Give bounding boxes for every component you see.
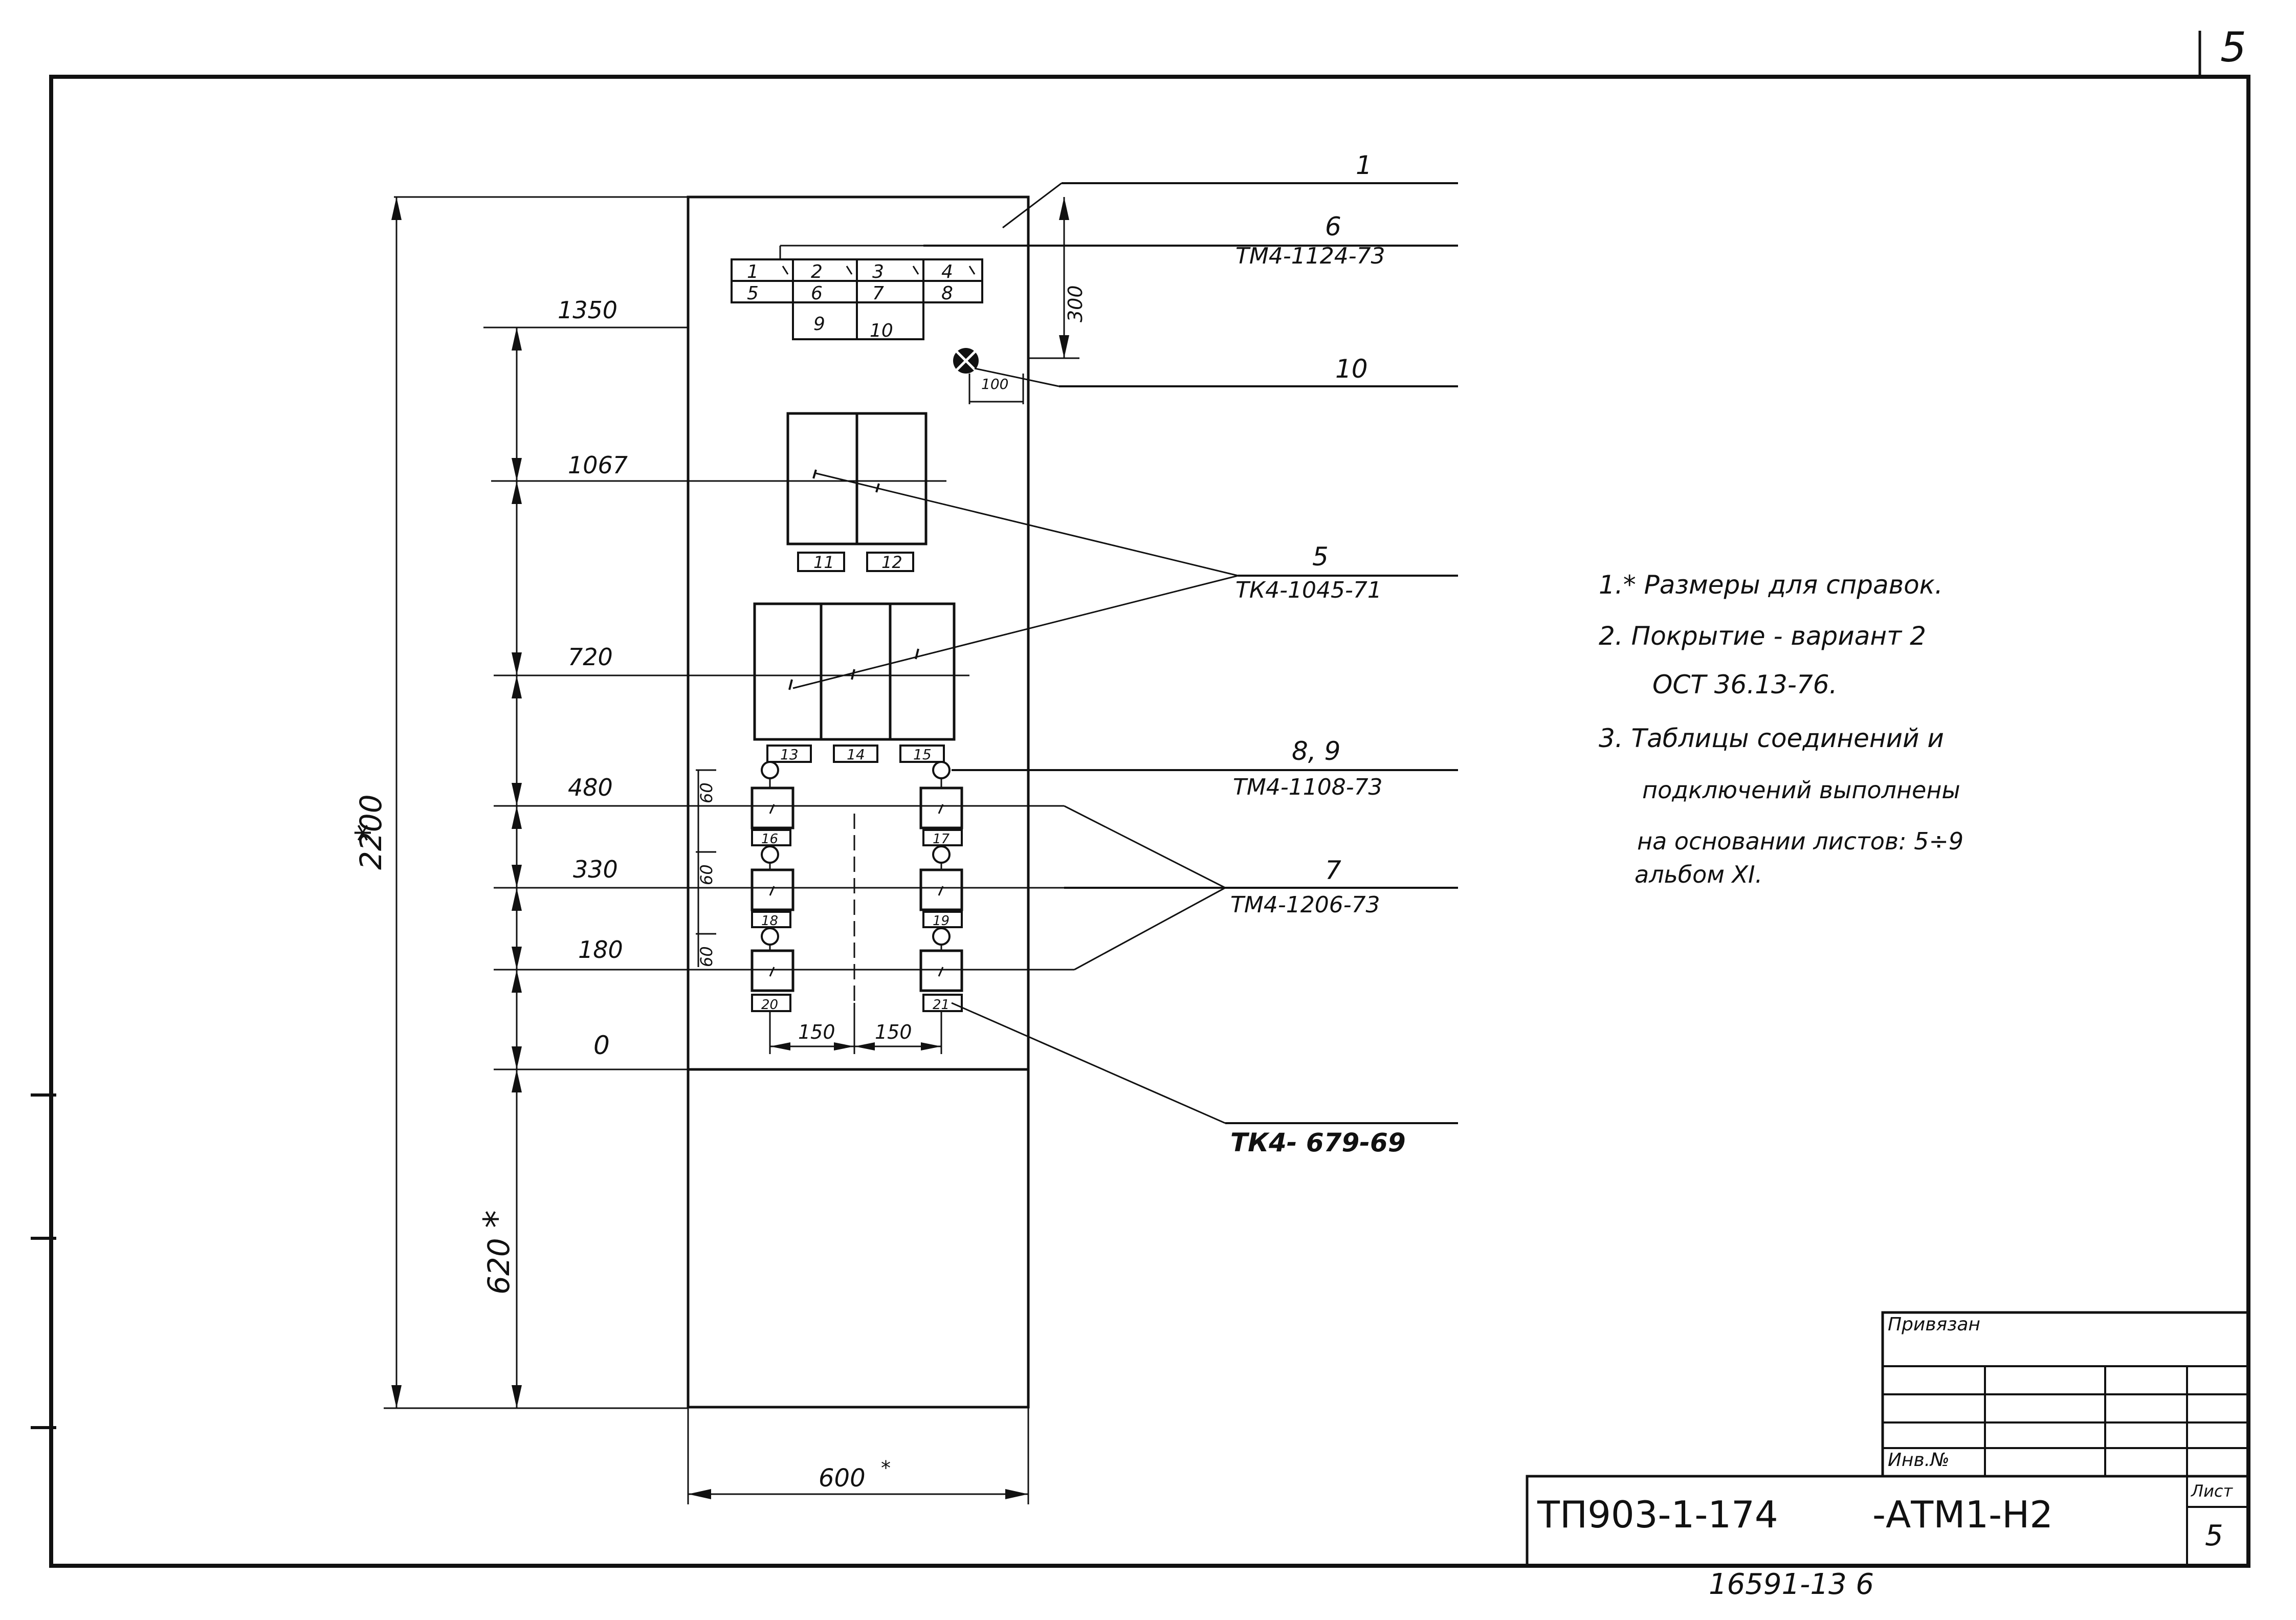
relay-grid <box>696 761 963 1054</box>
dimension-300 <box>1028 197 1079 359</box>
overall-height-dimension <box>384 196 688 1409</box>
note-3-line-3: на основании листов: 5÷9 <box>1637 827 1963 855</box>
callout-10-number: 10 <box>1335 354 1368 384</box>
callout-1-number: 1 <box>1356 150 1372 180</box>
device-label-13: 13 <box>780 746 799 763</box>
elevation-label-330: 330 <box>573 856 618 883</box>
document-designation-left: ТП903-1-174 <box>1537 1493 1778 1536</box>
spacing-label-left: 150 <box>798 1021 835 1043</box>
callout-6-code: ТМ4-1124-73 <box>1235 243 1385 269</box>
lower-height-label: 620 <box>481 1238 516 1295</box>
elevation-label-1067: 1067 <box>568 451 628 479</box>
elevation-label-180: 180 <box>578 936 623 964</box>
elevation-dimension-chain <box>512 327 522 1408</box>
terminal-9: 9 <box>813 314 825 335</box>
width-label: 600 <box>819 1464 866 1493</box>
width-dimension <box>687 1407 1029 1504</box>
width-star: * <box>881 1457 891 1479</box>
title-block-list-number: 5 <box>2205 1519 2223 1552</box>
terminal-6: 6 <box>811 283 823 304</box>
terminal-1: 1 <box>747 261 759 282</box>
callout-7-number: 7 <box>1325 856 1341 885</box>
notes: 1.* Размеры для справок. 2. Покрытие - в… <box>1599 570 1963 888</box>
elevation-label-1350: 1350 <box>558 296 617 324</box>
dimension-60-upper: 60 <box>697 782 716 803</box>
note-3: 3. Таблицы соединений и <box>1599 724 1944 753</box>
overall-height-star: * <box>348 824 390 842</box>
device-label-12: 12 <box>881 553 902 572</box>
elevation-label-480: 480 <box>568 774 613 801</box>
terminal-2: 2 <box>811 261 823 282</box>
device-label-15: 15 <box>913 746 932 763</box>
note-2: 2. Покрытие - вариант 2 <box>1599 621 1926 651</box>
signal-lamp-icon <box>953 348 979 374</box>
instrument-triple <box>753 602 956 763</box>
sheet-frame <box>49 75 2250 1568</box>
terminal-4: 4 <box>941 261 953 282</box>
callout-5-code: ТК4-1045-71 <box>1235 577 1382 603</box>
title-block-inv-no: Инв.№ <box>1888 1450 1950 1471</box>
lower-height-star: * <box>476 1210 518 1228</box>
device-label-17: 17 <box>933 831 950 847</box>
page-number: 5 <box>2220 24 2246 71</box>
elevation-label-720: 720 <box>568 643 613 671</box>
device-label-14: 14 <box>847 746 865 763</box>
terminal-10: 10 <box>870 320 893 341</box>
note-3-line-4: альбом XI. <box>1635 861 1762 888</box>
title-block-privyazan: Привязан <box>1888 1314 1980 1335</box>
overall-height-label: 2200 <box>354 794 388 870</box>
note-3-line-2: подключений выполнены <box>1642 776 1960 804</box>
note-1: 1.* Размеры для справок. <box>1599 570 1943 600</box>
device-label-18: 18 <box>761 913 778 929</box>
dimension-60-lower: 60 <box>697 946 716 967</box>
dimension-100-label: 100 <box>981 376 1008 392</box>
bottom-code: 16591-13 6 <box>1709 1568 1874 1601</box>
device-label-16: 16 <box>761 831 778 847</box>
callout-7-code: ТМ4-1206-73 <box>1230 892 1380 918</box>
document-designation-right: -АТМ1-Н2 <box>1872 1493 2053 1536</box>
instrument-pair-upper <box>786 412 928 572</box>
cabinet-outline <box>687 195 1030 1409</box>
title-block-list-label: Лист <box>2191 1481 2233 1501</box>
terminal-7: 7 <box>872 283 884 304</box>
callout-8-9-code: ТМ4-1108-73 <box>1233 774 1383 800</box>
callout-cable-code: ТК4- 679-69 <box>1230 1128 1406 1157</box>
dimension-300-label: 300 <box>1064 285 1087 322</box>
device-label-21: 21 <box>933 997 950 1013</box>
spacing-label-right: 150 <box>875 1021 912 1043</box>
terminal-8: 8 <box>941 283 953 304</box>
terminal-3: 3 <box>872 261 884 282</box>
device-label-19: 19 <box>933 913 950 929</box>
note-2-cont: ОСТ 36.13-76. <box>1652 670 1837 699</box>
device-label-11: 11 <box>813 553 834 572</box>
elevation-label-0: 0 <box>593 1031 610 1060</box>
callout-leaders <box>792 182 1458 1124</box>
callout-5-number: 5 <box>1312 542 1329 572</box>
terminal-5: 5 <box>747 283 759 304</box>
callout-8-9-number: 8, 9 <box>1292 736 1340 766</box>
callout-6-number: 6 <box>1325 212 1341 242</box>
dimension-60-middle: 60 <box>697 864 716 885</box>
title-block <box>1526 1311 2250 1567</box>
device-label-20: 20 <box>761 997 778 1013</box>
